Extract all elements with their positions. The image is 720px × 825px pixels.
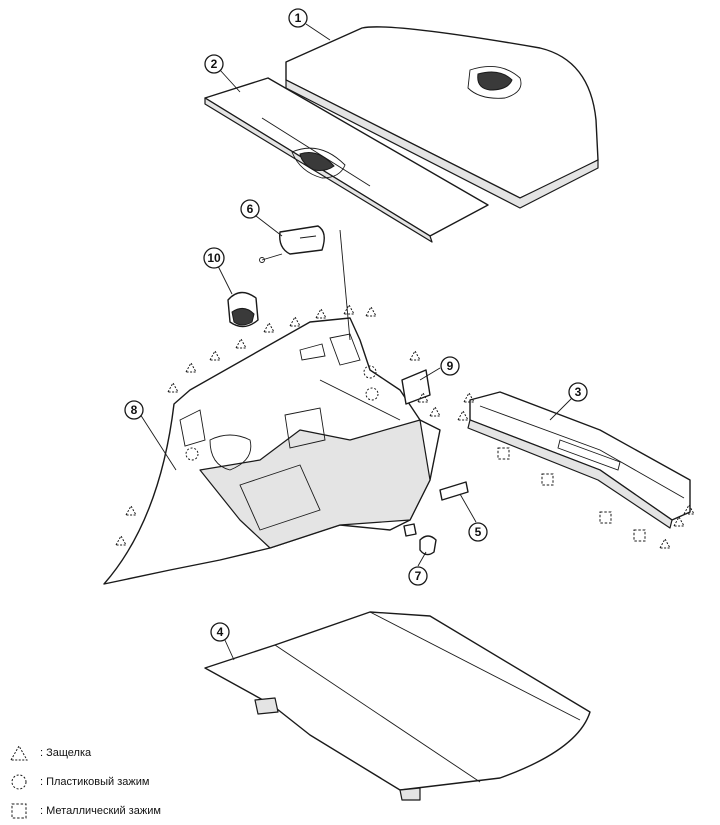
plastic-clip-markers xyxy=(185,365,379,461)
svg-text:6: 6 xyxy=(247,202,254,216)
legend-metal-clip-label: : Металлический зажим xyxy=(40,804,161,817)
callout-2: 2 xyxy=(204,54,224,74)
callout-10: 10 xyxy=(203,247,225,269)
legend-plastic-clip: : Пластиковый зажим xyxy=(8,767,268,796)
callout-9: 9 xyxy=(440,356,460,376)
legend-latch: : Защелка xyxy=(8,738,268,767)
latch-triangle-icon xyxy=(10,744,28,760)
part-6-hook xyxy=(259,225,325,263)
svg-text:1: 1 xyxy=(295,11,302,25)
svg-text:3: 3 xyxy=(575,385,582,399)
callout-3: 3 xyxy=(568,382,588,402)
part-9-cover xyxy=(401,369,431,405)
callout-8: 8 xyxy=(124,400,144,420)
metal-clip-square-icon xyxy=(11,803,27,818)
svg-text:10: 10 xyxy=(207,251,221,265)
svg-text:8: 8 xyxy=(131,403,138,417)
svg-text:9: 9 xyxy=(447,359,454,373)
part-2-lower-board xyxy=(204,77,489,243)
metal-clip-markers xyxy=(497,447,646,542)
part-5-strip xyxy=(439,481,469,501)
part-8-side-trim-panel xyxy=(103,317,441,585)
svg-text:2: 2 xyxy=(211,57,218,71)
legend-latch-label: : Защелка xyxy=(40,746,92,759)
plastic-clip-circle-icon xyxy=(11,774,27,789)
callout-5: 5 xyxy=(468,522,488,542)
leader-lines xyxy=(139,23,573,661)
callout-7: 7 xyxy=(408,566,428,586)
screw xyxy=(403,523,417,537)
part-3-sill-trim xyxy=(467,391,691,529)
legend: : Защелка : Пластиковый зажим : Металлич… xyxy=(8,738,268,825)
svg-text:4: 4 xyxy=(217,625,224,639)
part-10-lamp xyxy=(227,291,259,328)
callout-1: 1 xyxy=(288,8,308,28)
latch-markers xyxy=(115,303,695,549)
part-7-plug xyxy=(419,535,437,556)
legend-metal-clip: : Металлический зажим xyxy=(8,796,268,825)
legend-plastic-clip-label: : Пластиковый зажим xyxy=(40,775,150,788)
svg-text:5: 5 xyxy=(475,525,482,539)
part-4-floor-mat xyxy=(204,611,591,801)
callout-6: 6 xyxy=(240,199,260,219)
svg-text:7: 7 xyxy=(415,569,422,583)
callout-4: 4 xyxy=(210,622,230,642)
